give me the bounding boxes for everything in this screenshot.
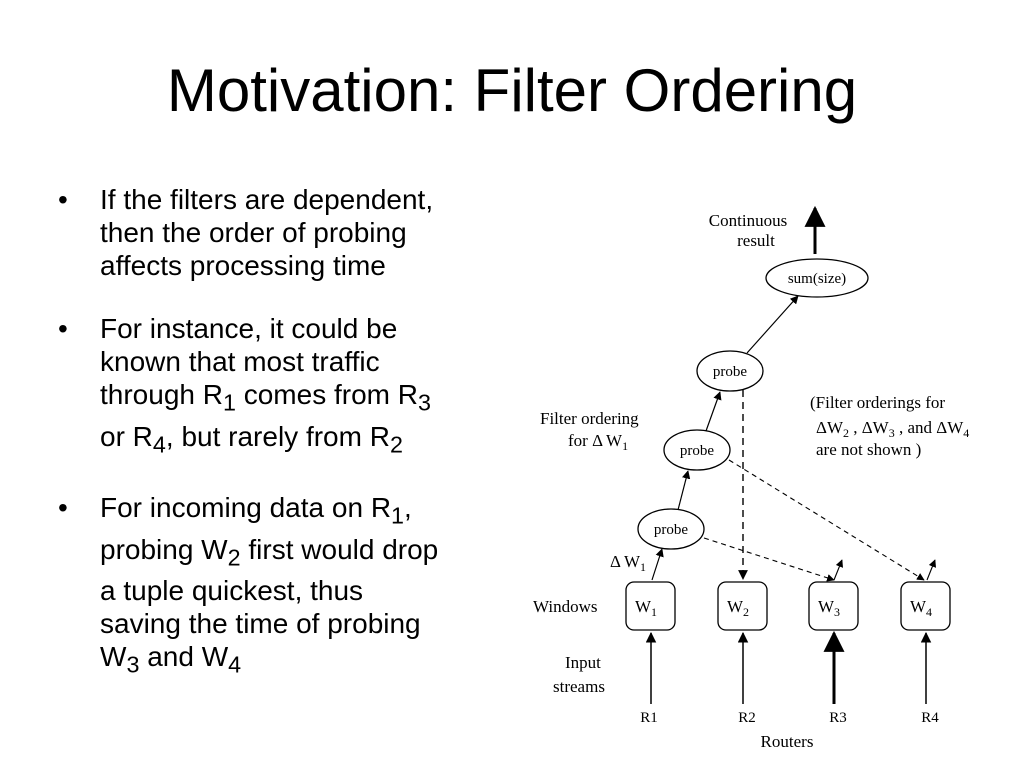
probe-node-label: probe — [654, 522, 688, 538]
bullet-line: or R4, but rarely from R2 — [100, 420, 403, 458]
router-label: R1 — [640, 710, 658, 726]
windows-label: Windows — [533, 597, 597, 616]
window-box-w4 — [900, 581, 951, 631]
probe-node-bottom — [637, 508, 705, 550]
window1-to-probe-arrow — [651, 548, 664, 581]
routers-label: Routers — [761, 732, 814, 751]
probe-node-middle — [663, 429, 731, 471]
note-label: are not shown ) — [816, 440, 921, 459]
window-box-w1 — [625, 581, 676, 631]
probe-to-sum-arrow — [746, 295, 799, 354]
input-streams-label: streams — [553, 677, 605, 696]
bullet-line: probing W2 first would drop — [100, 533, 439, 571]
bullet-dot: • — [58, 313, 68, 344]
probe-node-label: probe — [680, 443, 714, 459]
bullet-line: For incoming data on R1, — [100, 492, 412, 529]
continuous-result-label: result — [737, 231, 775, 250]
note-label: (Filter orderings for — [810, 393, 945, 412]
bullet-dot: • — [58, 492, 68, 524]
probe-w4-dashed — [728, 459, 925, 581]
probe-to-probe-arrow — [677, 470, 691, 511]
window-label: W1 — [635, 597, 657, 619]
w4-output-arrow — [926, 559, 937, 581]
router-label: R3 — [829, 710, 847, 726]
sum-node — [765, 258, 869, 298]
bullet-list: • If the filters are dependent, then the… — [58, 183, 528, 712]
bullet-line: saving the time of probing — [100, 608, 421, 640]
w3-output-arrow — [833, 559, 844, 581]
slide-title: Motivation: Filter Ordering — [166, 57, 858, 124]
sum-node-label: sum(size) — [788, 271, 846, 287]
bullet-dot: • — [58, 184, 68, 215]
note-label: ΔW2 , ΔW3 , and ΔW4 — [816, 418, 969, 440]
router-label: R2 — [738, 710, 756, 726]
bullet-line: W3 and W4 — [100, 641, 242, 678]
bullet-item-incoming-data: • For incoming data on R1, probing W2 fi… — [58, 491, 528, 682]
bullet-line: If the filters are dependent, — [100, 184, 434, 215]
router-label: R4 — [921, 710, 939, 726]
continuous-result-label: Continuous — [709, 211, 787, 230]
bullet-line: a tuple quickest, thus — [100, 575, 364, 607]
filter-ordering-diagram: Continuous result sum(size) probe probe … — [533, 205, 969, 751]
filter-ordering-label: Filter ordering — [540, 409, 639, 428]
bullet-line: through R1 comes from R3 — [100, 379, 431, 416]
probe-to-probe-arrow — [705, 391, 722, 432]
window-box-w2 — [717, 581, 768, 631]
window-box-w3 — [808, 581, 859, 631]
window-label: W2 — [727, 597, 749, 619]
window-label: W4 — [910, 597, 932, 619]
bullet-line: then the order of probing — [100, 217, 407, 248]
input-streams-label: Input — [565, 653, 601, 672]
bullet-item-traffic-example: • For instance, it could be known that m… — [58, 312, 528, 461]
probe-w3-dashed — [703, 537, 835, 582]
probe-node-label: probe — [713, 364, 747, 380]
probe-node-top — [696, 350, 764, 392]
bullet-line: affects processing time — [100, 250, 386, 281]
window-label: W3 — [818, 597, 840, 619]
bullet-item-dependent-filters: • If the filters are dependent, then the… — [58, 183, 528, 282]
bullet-line: known that most traffic — [100, 346, 380, 377]
bullet-line: For instance, it could be — [100, 313, 398, 344]
